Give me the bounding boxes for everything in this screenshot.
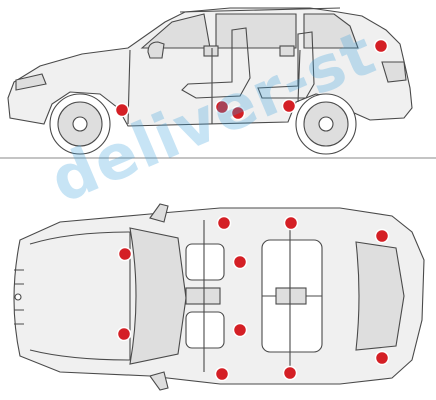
side-wheel-front xyxy=(49,93,111,155)
damage-marker-9[interactable] xyxy=(117,246,133,262)
damage-marker-7[interactable] xyxy=(283,215,299,231)
side-wheel-rear xyxy=(295,93,357,155)
damage-marker-5[interactable] xyxy=(281,98,297,114)
top-windshield xyxy=(129,227,187,365)
damage-marker-13[interactable] xyxy=(374,350,390,366)
side-headlight xyxy=(15,73,47,91)
damage-marker-12[interactable] xyxy=(232,322,248,338)
side-roof-rail xyxy=(179,7,341,13)
side-pillar-b xyxy=(203,45,219,57)
side-window-middle xyxy=(215,13,297,49)
top-grille xyxy=(14,269,24,325)
top-mirror-right xyxy=(149,371,169,391)
side-seat-rear xyxy=(257,31,315,99)
top-seat-front-left xyxy=(185,243,225,281)
top-badge xyxy=(14,293,22,301)
top-hood xyxy=(29,231,131,361)
side-pillar-c xyxy=(279,45,295,57)
top-rear-window xyxy=(355,241,405,351)
top-view xyxy=(13,203,425,391)
side-window-front xyxy=(140,13,211,49)
damage-marker-4[interactable] xyxy=(230,105,246,121)
top-seat-front-right xyxy=(185,311,225,349)
damage-marker-10[interactable] xyxy=(232,254,248,270)
damage-marker-3[interactable] xyxy=(214,99,230,115)
damage-marker-6[interactable] xyxy=(216,215,232,231)
damage-marker-14[interactable] xyxy=(214,366,230,382)
side-window-rear xyxy=(303,13,359,49)
side-taillight xyxy=(381,61,407,83)
damage-marker-11[interactable] xyxy=(116,326,132,342)
damage-markers xyxy=(114,38,390,382)
damage-marker-15[interactable] xyxy=(282,365,298,381)
side-mirror xyxy=(147,41,165,59)
top-mirror-left xyxy=(149,203,169,223)
top-console xyxy=(185,287,221,305)
damage-marker-2[interactable] xyxy=(114,102,130,118)
damage-marker-1[interactable] xyxy=(373,38,389,54)
side-seat-front xyxy=(181,27,251,99)
top-console-rear xyxy=(275,287,307,305)
side-view xyxy=(0,7,436,159)
damage-marker-8[interactable] xyxy=(374,228,390,244)
